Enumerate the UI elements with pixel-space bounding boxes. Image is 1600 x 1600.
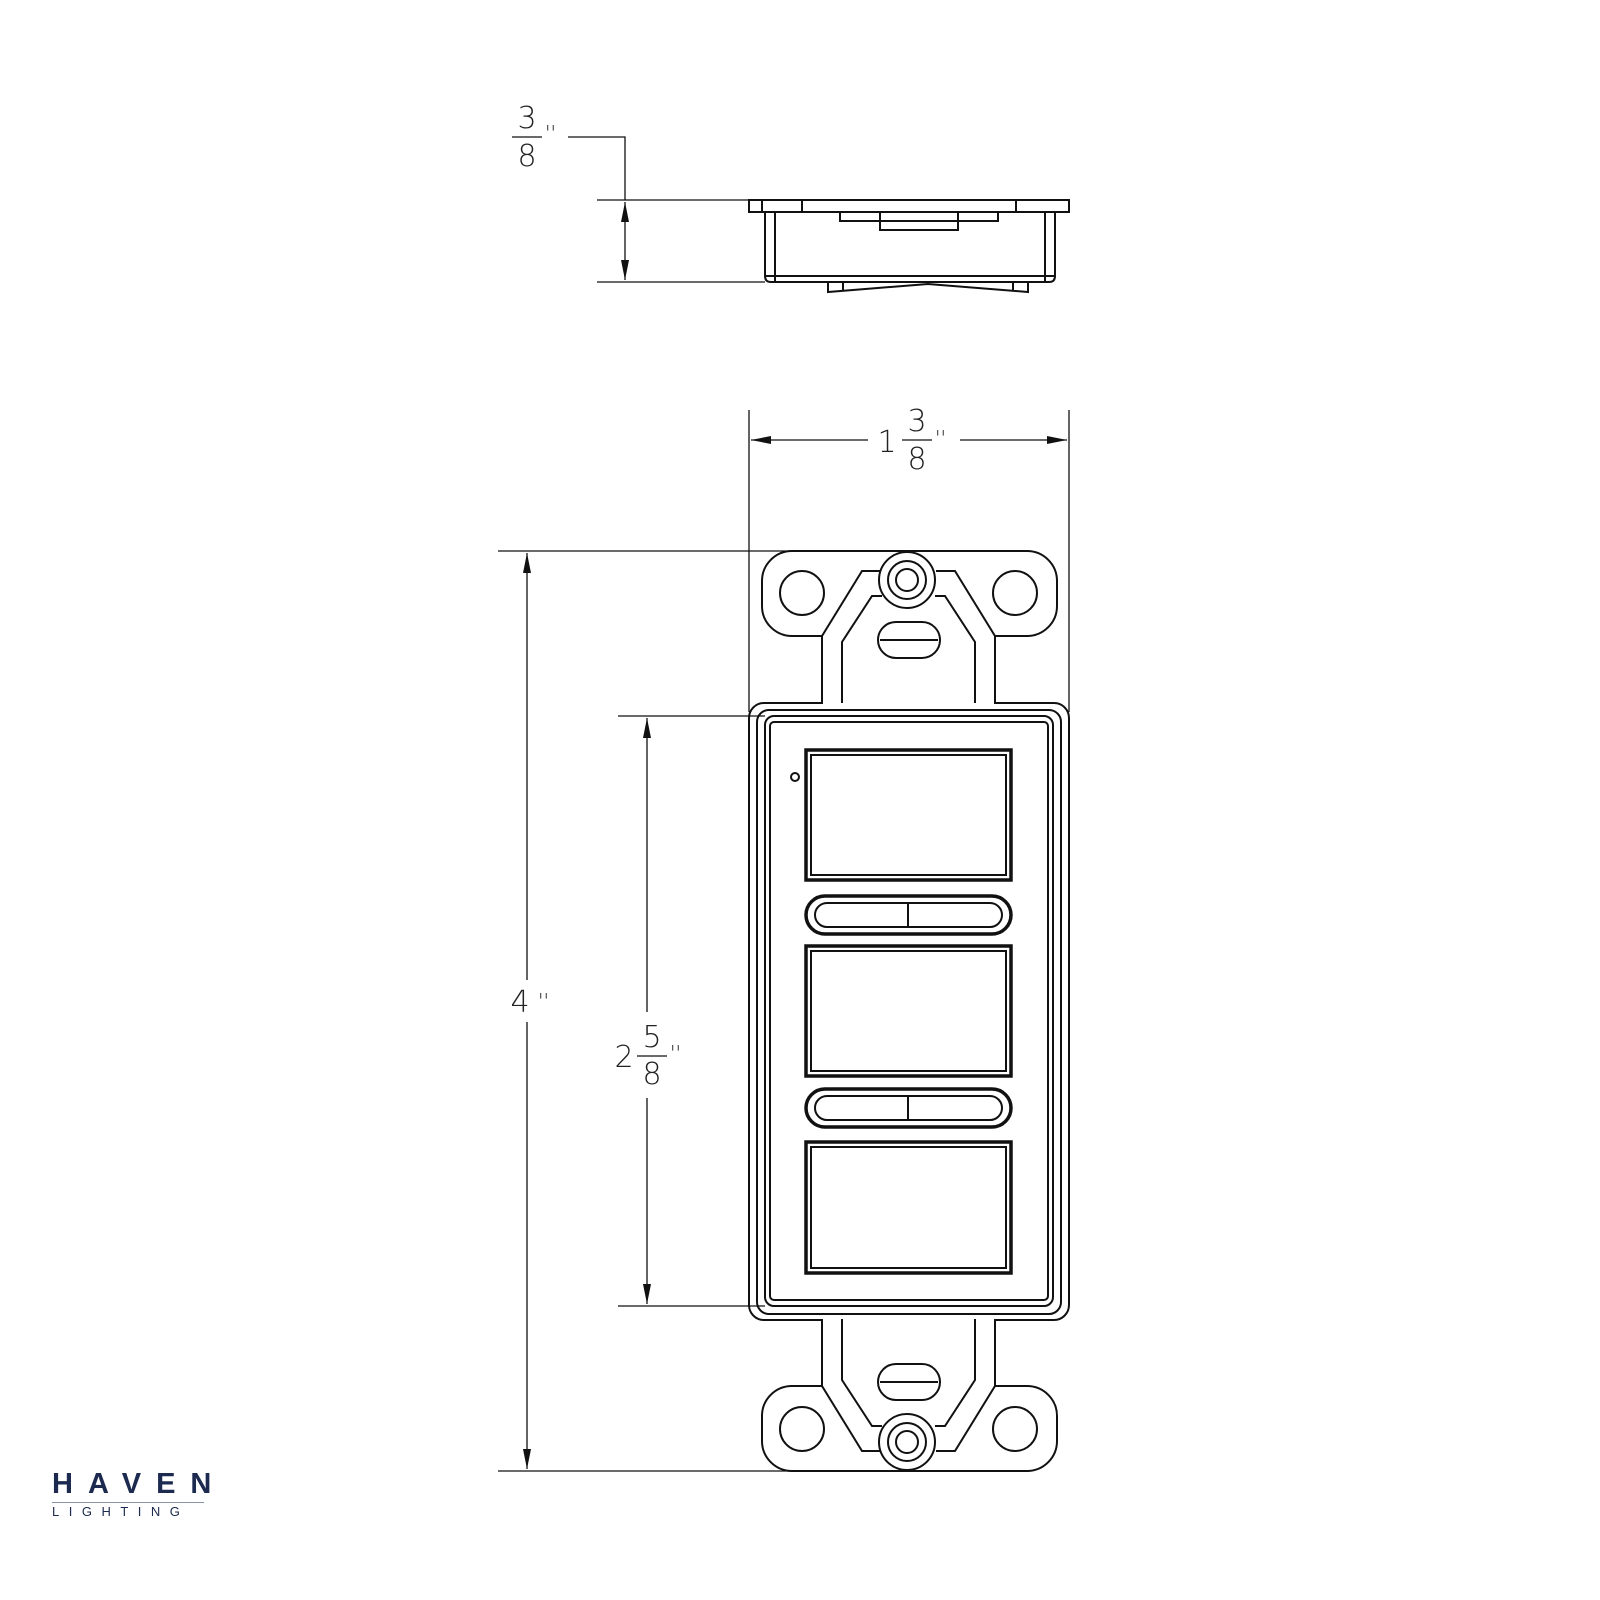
face-height-whole: 2 [614, 1040, 633, 1075]
side-view [748, 199, 1070, 294]
depth-numerator: 3 [517, 101, 536, 136]
logo-divider [52, 1502, 204, 1503]
height-whole: 4 [510, 985, 529, 1020]
rocker-1 [804, 894, 1013, 936]
depth-dimension: 3 8 '' [512, 101, 765, 283]
depth-denominator: 8 [517, 139, 536, 174]
width-numerator: 3 [907, 404, 926, 439]
top-ear [779, 551, 1038, 703]
button-2 [804, 944, 1013, 1078]
width-dimension: 1 3 8 '' [748, 404, 1070, 712]
width-unit: '' [935, 426, 946, 450]
width-denominator: 8 [907, 442, 926, 477]
width-whole: 1 [877, 425, 896, 460]
button-1 [804, 748, 1013, 882]
face-height-numerator: 5 [642, 1020, 661, 1055]
face-height-dimension: 2 5 8 '' [614, 715, 765, 1307]
bottom-ear [779, 1318, 1038, 1471]
height-unit: '' [538, 989, 549, 1013]
front-view [748, 550, 1070, 1472]
depth-unit: '' [545, 121, 556, 145]
logo-tagline: LIGHTING [52, 1504, 190, 1519]
button-3 [804, 1140, 1013, 1275]
face-height-unit: '' [670, 1041, 681, 1065]
height-dimension: 4 '' [498, 550, 792, 1472]
led-indicator [790, 772, 800, 782]
logo-brand: HAVEN [52, 1468, 227, 1500]
face-height-denominator: 8 [642, 1057, 661, 1092]
rocker-2 [804, 1087, 1013, 1129]
